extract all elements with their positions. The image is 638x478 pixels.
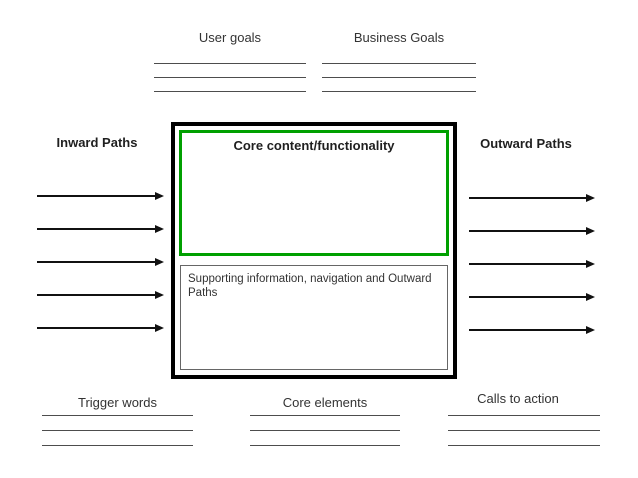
inward-paths-label: Inward Paths [56, 135, 138, 150]
blank-line [154, 77, 306, 78]
supporting-info-box: Supporting information, navigation and O… [180, 265, 448, 370]
core-content-label: Core content/functionality [233, 138, 395, 153]
inward-arrow-icon [37, 258, 164, 266]
blank-line [250, 445, 400, 446]
blank-line [42, 430, 193, 431]
trigger-words-blank-lines [42, 415, 193, 446]
inward-arrow-icon [37, 225, 164, 233]
outward-arrow-icon [469, 260, 595, 268]
core-elements-label: Core elements [282, 395, 368, 410]
outward-arrow-icon [469, 293, 595, 301]
outward-arrow-icon [469, 194, 595, 202]
core-elements-section: Core elements [250, 395, 400, 460]
core-elements-blank-lines [250, 415, 400, 446]
user-goals-section: User goals [154, 30, 306, 105]
business-goals-blank-lines [322, 63, 476, 92]
blank-line [42, 415, 193, 416]
outward-paths-label: Outward Paths [480, 136, 572, 151]
outward-arrow-icon [469, 326, 595, 334]
outward-paths-arrows [469, 194, 595, 334]
business-goals-section: Business Goals [322, 30, 476, 105]
blank-line [250, 430, 400, 431]
blank-line [448, 415, 600, 416]
blank-line [42, 445, 193, 446]
blank-line [448, 445, 600, 446]
blank-line [250, 415, 400, 416]
inward-paths-arrows [37, 192, 164, 332]
blank-line [322, 63, 476, 64]
calls-to-action-label: Calls to action [477, 391, 559, 406]
user-goals-label: User goals [198, 30, 262, 45]
inward-arrow-icon [37, 291, 164, 299]
blank-line [322, 77, 476, 78]
outward-arrow-icon [469, 227, 595, 235]
user-goals-blank-lines [154, 63, 306, 92]
blank-line [448, 430, 600, 431]
calls-to-action-section: Calls to action [448, 391, 600, 460]
blank-line [322, 91, 476, 92]
trigger-words-section: Trigger words [42, 395, 193, 460]
blank-line [154, 91, 306, 92]
supporting-info-label: Supporting information, navigation and O… [188, 273, 432, 299]
page-outer-box: Core content/functionality Supporting in… [171, 122, 457, 379]
core-content-box: Core content/functionality [179, 130, 449, 256]
inward-arrow-icon [37, 324, 164, 332]
calls-to-action-blank-lines [448, 415, 600, 446]
inward-arrow-icon [37, 192, 164, 200]
blank-line [154, 63, 306, 64]
business-goals-label: Business Goals [353, 30, 445, 45]
trigger-words-label: Trigger words [78, 395, 157, 410]
